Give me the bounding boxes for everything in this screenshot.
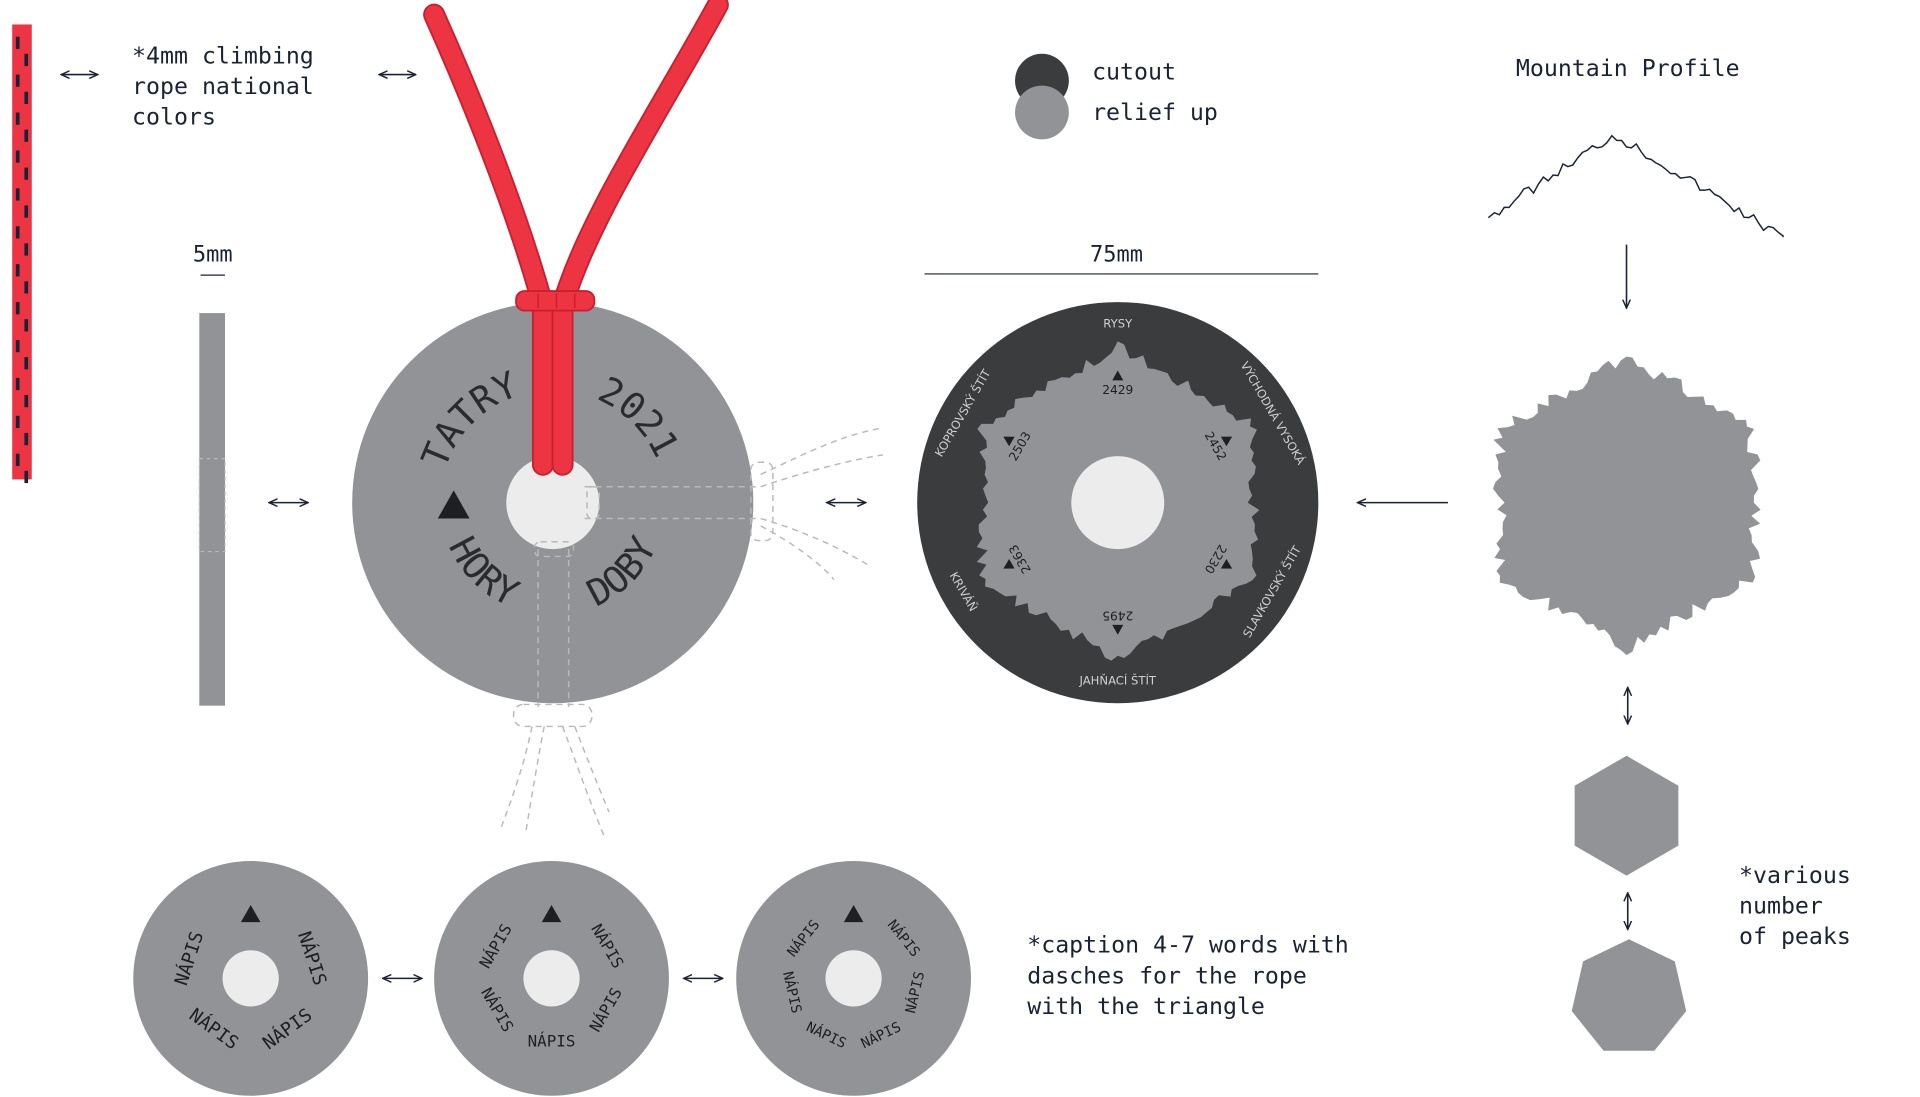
triangle-icon bbox=[1220, 436, 1233, 447]
rope-path-hint bbox=[500, 427, 884, 840]
diameter-label: 75mm bbox=[1090, 243, 1143, 268]
rope-dash bbox=[24, 129, 29, 142]
peaks-note-line: *various bbox=[1739, 862, 1851, 889]
peak-marker: 2429 bbox=[1102, 370, 1133, 397]
main-medal: TATRY 2021 DOBY HORY bbox=[352, 0, 884, 840]
profile-title: Mountain Profile bbox=[1516, 55, 1740, 82]
variant-hole bbox=[222, 950, 279, 1007]
rope-dash bbox=[15, 188, 20, 201]
rope-dash bbox=[24, 432, 29, 446]
rope-dash bbox=[15, 36, 20, 49]
peak-height: 2495 bbox=[1102, 608, 1133, 622]
variant-hole bbox=[825, 950, 882, 1007]
back-hole bbox=[1071, 456, 1165, 550]
medal-hole bbox=[506, 456, 600, 550]
mountain-profile-line bbox=[1487, 134, 1784, 238]
rope-dash bbox=[15, 377, 20, 391]
rope-dash bbox=[24, 395, 29, 408]
rope-dash bbox=[24, 319, 29, 332]
thickness-label: 5mm bbox=[193, 243, 233, 268]
caption-word: NÁPIS bbox=[528, 1031, 576, 1050]
peaks-note-line: number bbox=[1739, 893, 1823, 920]
peak-name: RYSY bbox=[1103, 317, 1133, 331]
rope-dash bbox=[24, 243, 29, 256]
rope-dash bbox=[15, 74, 20, 87]
rope-dash bbox=[15, 302, 20, 315]
caption-note-line: *caption 4-7 words with bbox=[1027, 932, 1349, 959]
rope-dashes bbox=[15, 36, 29, 484]
peak-marker: 2495 bbox=[1102, 608, 1133, 635]
rope-note-line: rope national bbox=[132, 73, 314, 100]
heptagon-shape bbox=[1571, 939, 1687, 1051]
rope-strip bbox=[12, 24, 32, 480]
rope-dash bbox=[24, 205, 29, 218]
rope-dash bbox=[15, 226, 20, 239]
rope-dash bbox=[15, 264, 20, 277]
peak-name: JAHŇACÍ ŠTÍT bbox=[1079, 673, 1157, 688]
peaks-note: *various number of peaks bbox=[1739, 862, 1865, 950]
caption-note-line: dasches for the rope bbox=[1027, 962, 1307, 989]
rope-note-line: colors bbox=[132, 104, 216, 131]
rope-dash bbox=[24, 167, 29, 180]
relief-swatch bbox=[1015, 85, 1069, 140]
hexagon-shape bbox=[1574, 755, 1679, 876]
variant-hole bbox=[523, 950, 580, 1007]
triangle-icon bbox=[1112, 370, 1124, 381]
caption-note: *caption 4-7 words with dasches for the … bbox=[1027, 932, 1363, 1020]
red-rope bbox=[423, 0, 729, 476]
side-view-disc bbox=[199, 313, 225, 706]
rope-note: *4mm climbing rope national colors bbox=[132, 43, 328, 131]
mountain-hexagon bbox=[1492, 356, 1761, 656]
rope-dash bbox=[24, 53, 29, 67]
rope-sample bbox=[12, 24, 32, 484]
triangle-icon bbox=[1003, 559, 1015, 569]
legend-relief-label: relief up bbox=[1092, 99, 1218, 126]
triangle-icon bbox=[541, 904, 562, 923]
triangle-icon bbox=[1220, 559, 1233, 569]
peak-height: 2429 bbox=[1102, 383, 1133, 397]
legend-cutout-label: cutout bbox=[1092, 58, 1176, 85]
peaks-note-line: of peaks bbox=[1739, 923, 1851, 950]
rope-dash bbox=[24, 357, 29, 370]
caption-note-line: with the triangle bbox=[1027, 993, 1265, 1020]
triangle-icon bbox=[437, 490, 470, 519]
rope-dash bbox=[15, 150, 20, 163]
rope-dash bbox=[24, 470, 29, 484]
side-view-hole bbox=[198, 458, 226, 553]
triangle-icon bbox=[843, 904, 864, 923]
rope-dash bbox=[15, 339, 20, 353]
triangle-icon bbox=[1003, 436, 1015, 447]
rope-dash bbox=[24, 91, 29, 104]
rope-dash bbox=[15, 415, 20, 429]
rope-dash bbox=[15, 453, 20, 466]
triangle-icon bbox=[240, 904, 261, 923]
rope-dash bbox=[15, 112, 20, 125]
rope-dash bbox=[24, 281, 29, 294]
rope-note-line: *4mm climbing bbox=[132, 43, 314, 70]
triangle-icon bbox=[1112, 624, 1124, 635]
